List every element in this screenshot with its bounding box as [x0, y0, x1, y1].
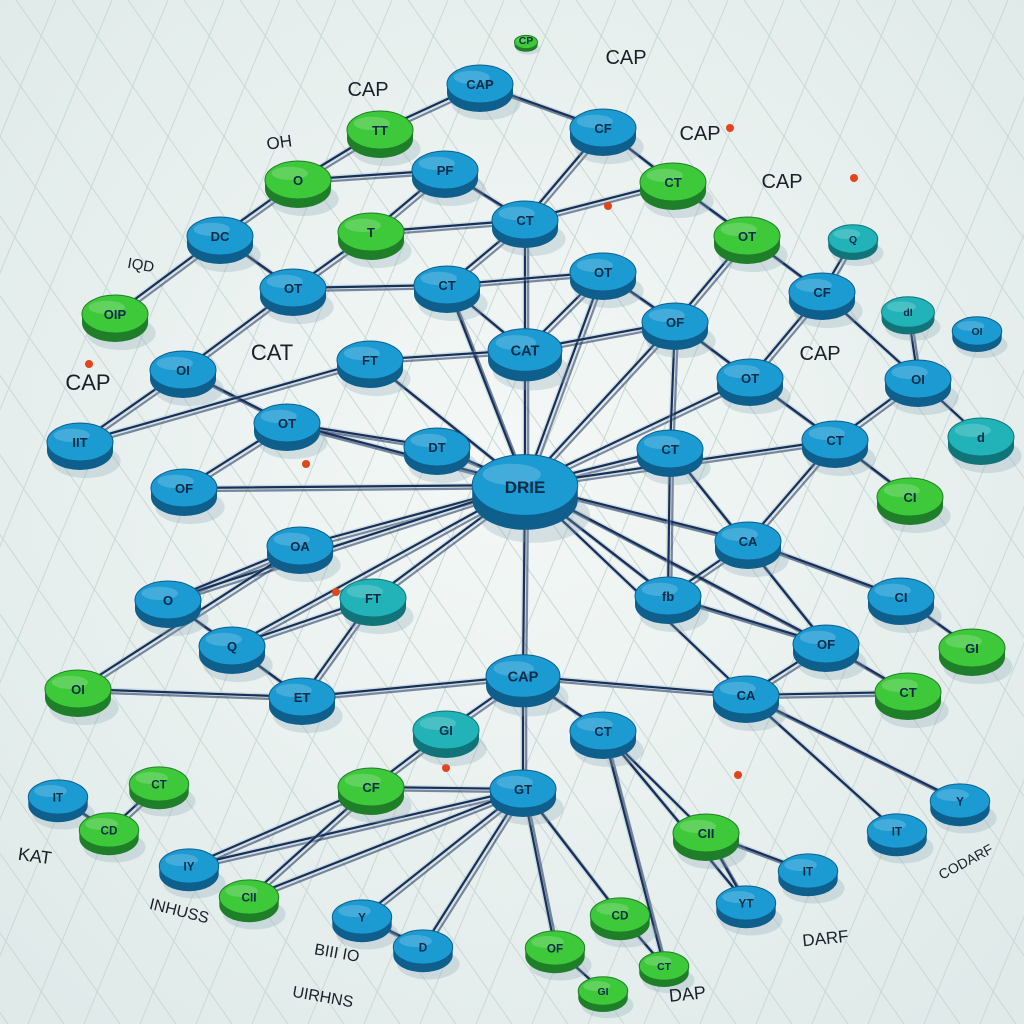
red-accent-dot: [604, 202, 612, 210]
node-label: Y: [956, 796, 964, 809]
node-label: CI: [895, 590, 908, 605]
node-label: FT: [365, 591, 381, 606]
node-label: PF: [437, 163, 454, 178]
node-label: d: [977, 430, 985, 445]
node-label: FT: [362, 353, 378, 368]
node-label: fb: [662, 589, 674, 604]
node-highlight: [955, 424, 991, 437]
node-label: IY: [183, 861, 194, 874]
node-label: IIT: [72, 435, 87, 450]
node-label: OI: [176, 363, 190, 378]
node-label: IT: [892, 826, 903, 839]
node-label: CT: [594, 724, 611, 739]
floating-label: CAP: [799, 343, 840, 365]
node-label: OF: [547, 943, 563, 956]
node-label: IT: [53, 792, 64, 805]
node-label: CII: [698, 826, 715, 841]
node-label: CT: [661, 442, 678, 457]
node-label: CT: [516, 213, 533, 228]
node-label: OA: [290, 539, 310, 554]
node-label: IT: [803, 866, 814, 879]
floating-label: CAT: [251, 340, 293, 365]
node-label: CAP: [466, 77, 494, 92]
node-highlight: [345, 219, 381, 232]
node-label: ET: [294, 690, 311, 705]
node-label: GI: [439, 723, 453, 738]
node-label: CA: [737, 688, 756, 703]
node-label: DRIE: [505, 478, 546, 497]
node-label: OI: [972, 327, 983, 338]
node-label: GI: [965, 641, 979, 656]
node-label: D: [419, 942, 427, 955]
floating-label: CAP: [347, 79, 388, 101]
red-accent-dot: [85, 360, 93, 368]
floating-label: CAP: [679, 123, 720, 145]
node-label: Q: [227, 639, 237, 654]
node-label: DC: [211, 229, 230, 244]
node-label: OT: [741, 371, 759, 386]
floating-label: CAP: [65, 370, 110, 395]
node-label: Q: [849, 235, 857, 246]
node-label: OT: [738, 229, 756, 244]
node-label: CT: [438, 278, 455, 293]
red-accent-dot: [302, 460, 310, 468]
node-label: CT: [826, 433, 843, 448]
node-label: CAT: [511, 344, 540, 360]
node-label: YT: [739, 898, 755, 911]
node-label: CI: [904, 490, 917, 505]
node-label: OIP: [104, 307, 127, 322]
node-label: dI: [903, 308, 912, 319]
node-label: CT: [151, 779, 167, 792]
node-label: GT: [514, 782, 532, 797]
node-label: CT: [664, 175, 681, 190]
node-label: CA: [739, 534, 758, 549]
floating-label: DAP: [668, 982, 707, 1006]
node-label: GI: [598, 987, 609, 998]
node-label: OT: [594, 265, 612, 280]
node-label: CF: [594, 121, 611, 136]
node-label: CD: [101, 825, 118, 838]
node-label: OI: [911, 372, 925, 387]
node-label: CP: [519, 36, 534, 47]
floating-label: CAP: [761, 171, 802, 193]
node-label: OT: [278, 416, 296, 431]
red-accent-dot: [332, 588, 340, 596]
node-label: DT: [428, 440, 445, 455]
node-label: OF: [817, 637, 835, 652]
node-highlight: [338, 905, 371, 917]
node-label: CF: [813, 285, 830, 300]
node-highlight: [936, 789, 969, 801]
node-label: OT: [284, 281, 302, 296]
node-label: CII: [242, 892, 257, 905]
node-label: OF: [175, 481, 193, 496]
node-label: CT: [657, 962, 672, 973]
node-label: T: [367, 225, 375, 240]
node-label: CD: [612, 910, 629, 923]
floating-label: OH: [265, 131, 293, 153]
node-label: CT: [899, 685, 916, 700]
red-accent-dot: [850, 174, 858, 182]
node-label: OF: [666, 315, 684, 330]
node-label: O: [293, 173, 303, 188]
floating-label: CAP: [605, 47, 646, 69]
red-accent-dot: [726, 124, 734, 132]
node-label: O: [163, 593, 173, 608]
node-label: OI: [71, 682, 85, 697]
node-label: TT: [372, 123, 388, 138]
node-label: CAP: [508, 670, 539, 686]
red-accent-dot: [734, 771, 742, 779]
node-label: Y: [358, 912, 366, 925]
node-label: CF: [362, 780, 379, 795]
